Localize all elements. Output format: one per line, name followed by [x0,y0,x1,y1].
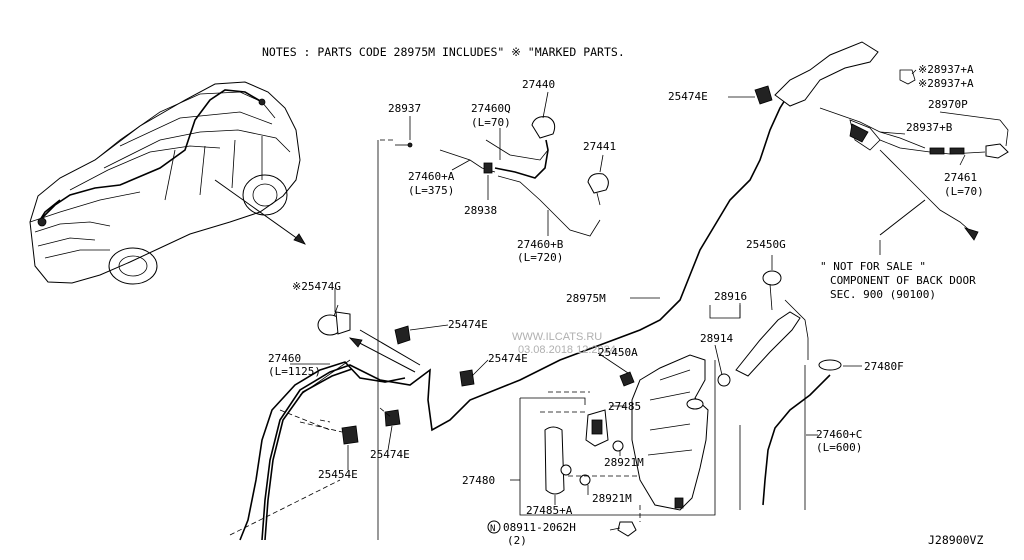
back-door-assembly [819,69,1009,255]
label-25454e: 25454E [318,468,358,481]
label-28937b: 28937+B [906,121,953,134]
label-28938: 28938 [464,204,497,217]
label-27460b: 27460+B [517,238,564,251]
label-28970p: 28970P [928,98,968,111]
label-08911: 08911-2062H [503,521,576,534]
front-hose-27460 [239,329,421,541]
label-27460c: 27460+C [816,428,862,441]
dashed-frames [229,139,395,536]
label-28937: 28937 [388,102,421,115]
clip-28938 [483,162,493,174]
side-note-line2: COMPONENT OF BACK DOOR [830,274,976,287]
watermark-line2: 03.08.2018 12:2024 [518,344,616,356]
label-27460a: 27460+A [408,170,455,183]
label-25450g: 25450G [746,238,786,251]
leader-lines [290,69,1001,531]
filler-neck [709,270,842,387]
label-25474e-low: 25474E [370,448,410,461]
label-25474e-mid2: 25474E [488,352,528,365]
hose-27460c [739,365,831,510]
label-27461-length: (L=70) [944,185,984,198]
label-28921m-2: 28921M [592,492,632,505]
label-25474e-top: 25474E [668,90,708,103]
label-27461: 27461 [944,171,977,184]
grommet-28921m-2 [579,474,591,486]
part-labels: 28937 27440 27460Q (L=70) 27441 27460+A … [268,63,984,547]
label-25450a: 25450A [598,346,638,359]
label-28921m-1: 28921M [604,456,644,469]
clips-25474e [299,85,773,445]
diagram-code: J28900VZ [928,533,983,547]
watermark-line1: WWW.ILCATS.RU [512,331,602,343]
side-note-line1: " NOT FOR SALE " [820,260,926,273]
clip-25474e-mid2 [459,369,475,387]
ring-28914 [717,373,731,387]
label-27460: 27460 [268,352,301,365]
label-27460a-length: (L=375) [408,184,454,197]
label-27440: 27440 [522,78,555,91]
n-symbol-circle [487,520,501,534]
nozzle-27440 [531,116,556,139]
pump-27485a [544,426,565,495]
label-27480: 27480 [462,474,495,487]
clip-25454e [341,425,359,445]
main-hose-28975m [261,41,879,541]
grommet-28921m-1 [612,440,624,452]
label-27460b-length: (L=720) [517,251,563,264]
label-27480f: 27480F [864,360,904,373]
roof-hoses [377,116,609,540]
side-note-line3: SEC. 900 (90100) [830,288,936,301]
label-28937a-2: ※28937+A [918,77,974,90]
label-25474g: ※25474G [292,280,341,293]
label-27460q-length: (L=70) [471,116,511,129]
label-27460-length: (L=1125) [268,365,321,378]
clip-25474e-mid [394,325,411,345]
header-note: NOTES : PARTS CODE 28975M INCLUDES" ※ "M… [262,45,625,59]
label-28914: 28914 [700,332,733,345]
label-25474e-mid: 25474E [448,318,488,331]
grommet-25474g [317,304,351,336]
nozzle-27441 [587,173,609,194]
n-symbol: N [490,524,495,534]
grommet-27480f [818,359,842,371]
label-28975m: 28975M [566,292,606,305]
label-27460q: 27460Q [471,102,511,115]
label-27460c-length: (L=600) [816,441,862,454]
reservoir-tank-27480 [519,354,716,537]
clip-25474e-top [754,85,773,105]
clip-25474e-low [384,409,401,427]
label-27441: 27441 [583,140,616,153]
vehicle-illustration [29,81,306,285]
label-27485: 27485 [608,400,641,413]
label-28937a-1: ※28937+A [918,63,974,76]
label-08911-qty: (2) [507,534,527,547]
cap-25450g [762,270,782,286]
label-27485a: 27485+A [526,504,573,517]
label-28916: 28916 [714,290,747,303]
nozzle-28970p [985,143,1009,159]
